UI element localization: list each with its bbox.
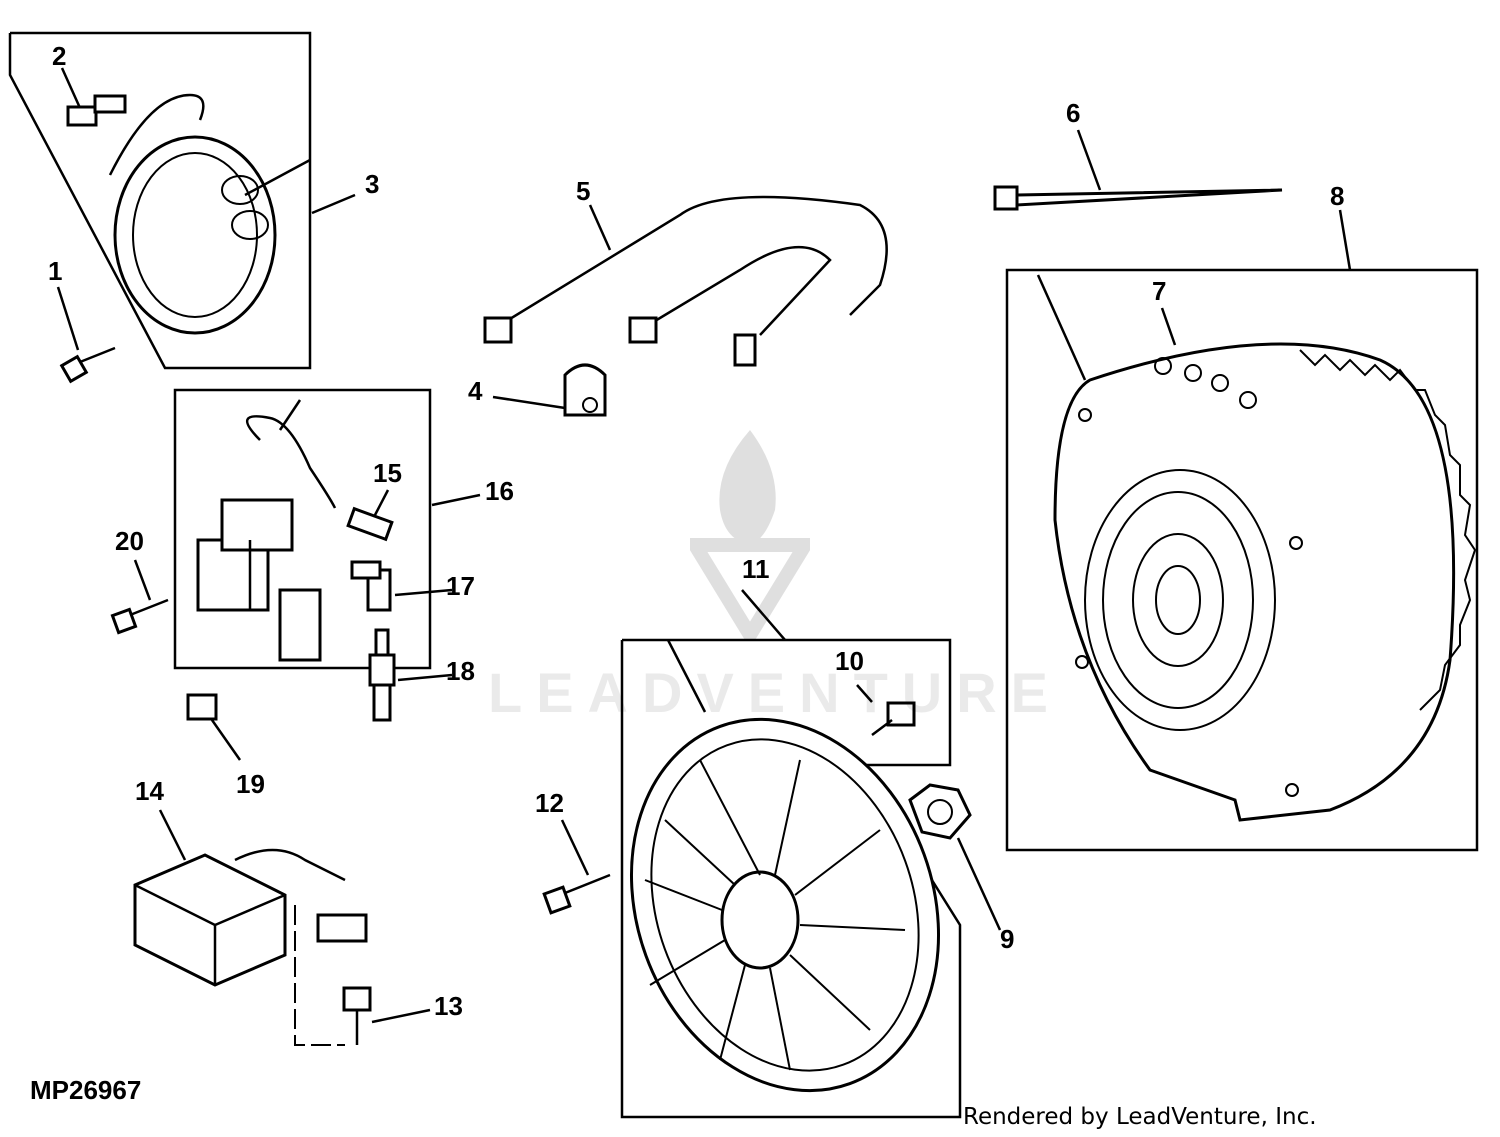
regulator-14 <box>133 848 368 1046</box>
nut-9 <box>908 783 972 840</box>
callout-8: 8 <box>1330 181 1344 211</box>
spark-plug-cap-17 <box>350 560 392 612</box>
callout-3: 3 <box>365 169 379 199</box>
bolt-20 <box>110 598 169 635</box>
callout-5: 5 <box>576 176 590 206</box>
callout-2: 2 <box>52 41 66 71</box>
boot-15 <box>346 506 394 542</box>
screw-10 <box>871 701 916 736</box>
ignition-group-box <box>173 388 432 670</box>
ignition-coil <box>196 399 337 662</box>
callout-17: 17 <box>446 571 475 601</box>
callout-14: 14 <box>135 776 164 806</box>
cooling-fan <box>629 717 941 1093</box>
bolt-1 <box>59 346 116 384</box>
callout-12: 12 <box>535 788 564 818</box>
callout-16: 16 <box>485 476 514 506</box>
callout-11: 11 <box>742 554 770 584</box>
wiring-harness-5 <box>483 195 888 367</box>
callout-19: 19 <box>236 769 265 799</box>
watermark-text: LEADVENTURE <box>488 661 1063 724</box>
tie-strap-6 <box>993 185 1283 211</box>
bolt-13 <box>342 986 372 1045</box>
callout-15: 15 <box>373 458 402 488</box>
callout-6: 6 <box>1066 98 1080 128</box>
flywheel-group-box <box>1005 268 1479 852</box>
callout-1: 1 <box>48 256 62 286</box>
callout-20: 20 <box>115 526 144 556</box>
watermark-logo <box>690 430 810 640</box>
callout-9: 9 <box>1000 924 1014 954</box>
stator-group-box <box>8 31 312 370</box>
callout-4: 4 <box>468 376 483 406</box>
callout-7: 7 <box>1152 276 1166 306</box>
callout-13: 13 <box>434 991 463 1021</box>
grommet-4 <box>563 363 607 417</box>
diagram-id-label: MP26967 <box>30 1075 142 1105</box>
bolt-12 <box>542 873 611 915</box>
flywheel-7 <box>1053 342 1477 822</box>
callout-10: 10 <box>835 646 864 676</box>
clip-19 <box>186 693 218 721</box>
render-credit: Rendered by LeadVenture, Inc. <box>963 1104 1317 1130</box>
callout-18: 18 <box>446 656 475 686</box>
stator-part <box>66 93 277 335</box>
spark-plug-18 <box>368 628 396 722</box>
